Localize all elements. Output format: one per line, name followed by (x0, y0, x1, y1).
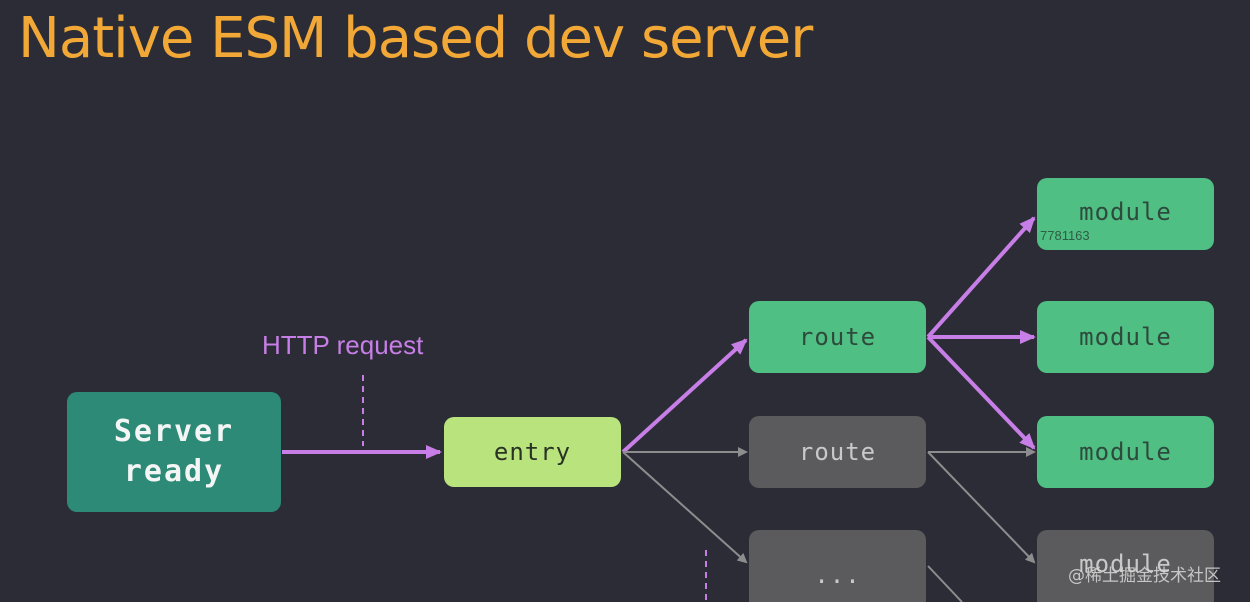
watermark-credit: @稀土掘金技术社区 (1068, 566, 1221, 586)
watermark-id-fragment: 7781163 (1040, 228, 1090, 243)
server-ready-line-1: Server (113, 414, 235, 449)
edge-entry-to-route-active (621, 338, 748, 454)
module-node-3: module (1037, 416, 1214, 488)
module-node-1: module (1037, 178, 1214, 250)
server-ready-line-2: ready (123, 454, 225, 489)
edge-route-to-module-3 (926, 335, 1036, 450)
entry-node: entry (444, 417, 621, 487)
module-node-4: module (1037, 530, 1214, 602)
module-node-2: module (1037, 301, 1214, 373)
edge-route-inactive-to-module-4 (927, 451, 1036, 564)
edge-entry-to-ellipsis (622, 451, 748, 564)
server-ready-node: Server ready (67, 392, 281, 512)
ellipsis-node: ... (749, 530, 926, 602)
edge-ellipsis-offscreen (927, 565, 963, 602)
route-node-active: route (749, 301, 926, 373)
slide-title: Native ESM based dev server (18, 6, 813, 71)
http-request-label: HTTP request (262, 330, 424, 360)
route-node-inactive: route (749, 416, 926, 488)
edge-route-to-module-1 (926, 216, 1036, 339)
